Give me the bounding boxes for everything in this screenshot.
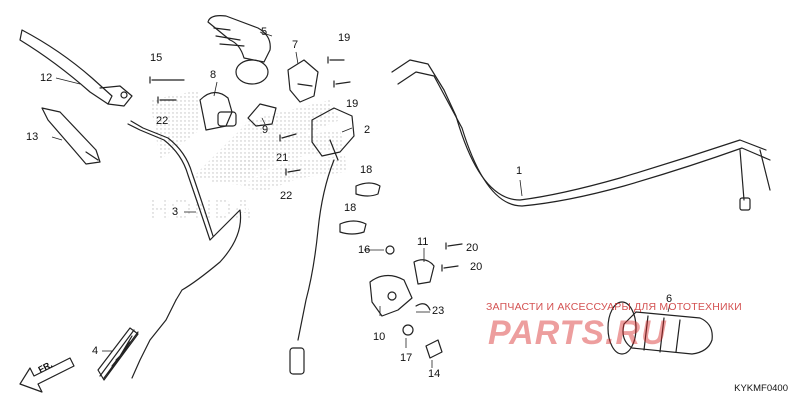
- callout-15: 15: [150, 52, 163, 64]
- screws: [149, 56, 463, 272]
- throttle-housing: [199, 91, 237, 131]
- front-direction-arrow: [19, 357, 75, 393]
- switch-pad-lower: [339, 220, 367, 235]
- throttle-cable: [391, 59, 771, 211]
- callout-13: 13: [26, 131, 39, 143]
- callout-1: 1: [516, 165, 523, 177]
- callout-19-lower: 19: [346, 98, 359, 110]
- leader-lines: [51, 31, 671, 368]
- clutch-cable: [127, 120, 242, 379]
- honda-logo-text: HONDA: [150, 193, 253, 224]
- callout-7: 7: [292, 39, 299, 51]
- callout-18-lower: 18: [344, 202, 357, 214]
- throttle-grip: [207, 15, 271, 85]
- drawing-code: KYKMF0400: [734, 383, 788, 394]
- callout-10: 10: [373, 331, 386, 343]
- callout-3: 3: [172, 206, 179, 218]
- handlebar-switch: [289, 107, 355, 375]
- callout-19-top: 19: [338, 32, 351, 44]
- clutch-spring: [97, 327, 139, 381]
- clutch-lever: [19, 29, 133, 107]
- lever-holder: [369, 245, 443, 359]
- switch-pad-upper: [355, 182, 381, 197]
- callout-12: 12: [40, 72, 53, 84]
- watermark-tagline: ЗАПЧАСТИ И АКСЕССУАРЫ ДЛЯ МОТОТЕХНИКИ: [486, 301, 742, 313]
- left-grip: [607, 301, 713, 355]
- callout-16: 16: [358, 244, 371, 256]
- callout-23: 23: [432, 305, 445, 317]
- throttle-housing-upper: [287, 59, 319, 103]
- callout-22-lower: 22: [280, 190, 293, 202]
- throttle-housing-lower: [247, 103, 277, 127]
- callout-21: 22: [156, 115, 169, 127]
- callout-22-upper: 21: [276, 152, 289, 164]
- lever-cover: [41, 107, 101, 165]
- callout-8: 8: [210, 69, 217, 81]
- callout-5: 5: [261, 26, 268, 38]
- watermark-logo: PARTS.RU: [488, 314, 667, 352]
- callout-2: 2: [364, 124, 371, 136]
- callout-17: 17: [400, 352, 413, 364]
- callout-4: 4: [92, 345, 99, 357]
- callout-6: 6: [666, 293, 673, 305]
- callout-11: 11: [417, 236, 429, 248]
- callout-18-upper: 18: [360, 164, 373, 176]
- callout-20-upper: 20: [466, 242, 479, 254]
- honda-wing-logo: HONDA: [150, 90, 346, 224]
- callout-20-lower: 20: [470, 261, 483, 273]
- callout-9: 9: [262, 124, 269, 136]
- callout-14: 14: [428, 368, 441, 380]
